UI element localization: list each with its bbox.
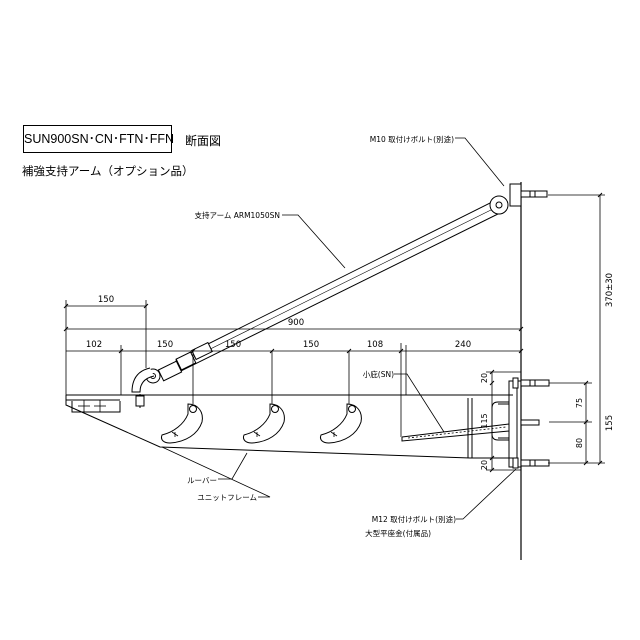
dim-240: 240 [455,340,471,350]
callout-m10-bolt: M10 取付けボルト(別途) [370,134,454,144]
dim-108: 108 [367,340,383,350]
callout-m12-bolt: M12 取付けボルト(別途) [372,514,456,524]
frame-fixing-holes [78,400,106,412]
dim-150-c: 150 [303,340,319,350]
drawing-subtitle: 補強支持アーム（オプション品） [22,164,194,178]
dim-115: 115 [480,413,489,428]
dim-150-top: 150 [98,295,114,305]
dim-20-bottom: 20 [480,460,489,470]
callout-unit-frame: ユニットフレーム [197,493,257,502]
small-eave [401,423,510,442]
dim-150-b: 150 [225,340,241,350]
callout-louver: ルーバー [187,476,217,485]
middle-bolt [520,419,540,426]
dim-75: 75 [575,398,584,408]
dim-80: 80 [575,438,584,448]
dimension-ticks [63,192,603,473]
view-title: 断面図 [185,134,222,148]
dim-20-top: 20 [480,373,489,383]
callout-small-eave: 小庇(SN) [363,369,394,379]
callout-support-arm: 支持アーム ARM1050SN [195,210,280,220]
dim-370: 370±30 [605,273,615,307]
dim-900: 900 [288,318,304,328]
callout-washer: 大型平座金(付属品) [365,528,431,538]
louver-pitch-lines [192,343,402,437]
dim-102: 102 [86,340,102,350]
louver [161,403,362,444]
support-arm [131,195,509,408]
dim-150-a: 150 [157,340,173,350]
leader-lines [161,137,517,520]
dim-155: 155 [605,415,615,431]
m12-bolt-lower [512,457,550,469]
m10-bolt [509,183,548,207]
m12-bolt-upper [512,377,550,389]
unit-frame [65,380,522,468]
model-number-box: SUN900SN･CN･FTN･FFN [23,125,174,153]
louver-marks [171,431,338,437]
